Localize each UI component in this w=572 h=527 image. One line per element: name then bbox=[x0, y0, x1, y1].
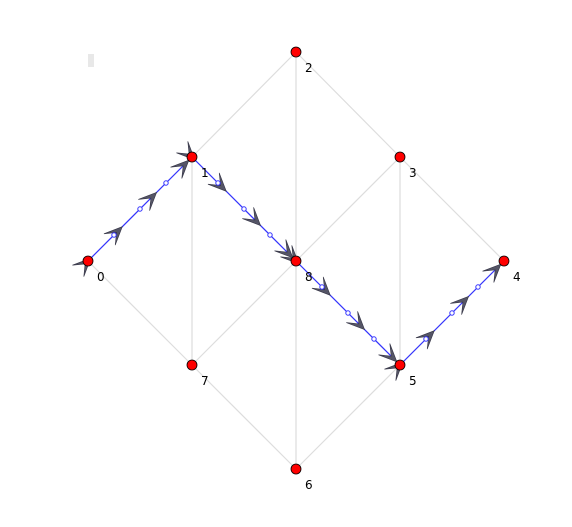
edge-3-8 bbox=[295, 156, 401, 262]
node-8[interactable] bbox=[290, 255, 302, 267]
node-4[interactable] bbox=[498, 255, 510, 267]
edge-1-2 bbox=[191, 51, 297, 158]
node-1[interactable] bbox=[186, 151, 198, 163]
node-label-4: 4 bbox=[513, 270, 521, 284]
node-5[interactable] bbox=[394, 359, 406, 371]
path-dot-0-1-1 bbox=[137, 206, 143, 212]
path-dot-8-5-0 bbox=[319, 284, 325, 290]
edge-2-3 bbox=[295, 51, 401, 158]
node-label-3: 3 bbox=[409, 166, 417, 180]
path-arrow-8-5-1 bbox=[311, 276, 331, 296]
path-dot-5-4-2 bbox=[475, 284, 481, 290]
corner-mark bbox=[88, 54, 94, 67]
node-label-0: 0 bbox=[97, 270, 105, 284]
node-label-1: 1 bbox=[201, 166, 209, 180]
path-arrow-5-4-3 bbox=[482, 263, 502, 283]
edge-3-4 bbox=[399, 156, 505, 262]
path-dot-8-5-2 bbox=[371, 336, 377, 342]
path-arrow-5-4-1 bbox=[415, 330, 435, 350]
path-dot-0-1-0 bbox=[111, 232, 117, 238]
edge-6-7 bbox=[191, 364, 297, 470]
node-0[interactable] bbox=[82, 255, 94, 267]
node-label-6: 6 bbox=[305, 478, 313, 492]
path-arrow-1-8-1 bbox=[207, 172, 227, 192]
node-7[interactable] bbox=[186, 359, 198, 371]
path-dot-1-8-0 bbox=[215, 180, 221, 186]
labels-layer: 0 1 2 3 4 5 6 7 8 bbox=[97, 61, 521, 492]
path-arrow-0-1-3 bbox=[170, 159, 190, 179]
path-dot-8-5-1 bbox=[345, 310, 351, 316]
path-arrow-8-5-2 bbox=[346, 311, 366, 331]
edge-7-8 bbox=[191, 260, 297, 366]
node-label-8: 8 bbox=[305, 270, 313, 284]
node-label-7: 7 bbox=[201, 374, 209, 388]
path-layer bbox=[72, 141, 505, 381]
edge-0-7 bbox=[87, 260, 193, 366]
path-dot-5-4-0 bbox=[423, 336, 429, 342]
node-6[interactable] bbox=[290, 463, 302, 475]
path-arrow-1-8-2 bbox=[242, 207, 262, 227]
path-dot-1-8-1 bbox=[241, 206, 247, 212]
path-arrow-0-1-2 bbox=[138, 191, 158, 211]
nodes-layer bbox=[82, 46, 510, 475]
path-arrow-8-5-3 bbox=[378, 343, 398, 363]
path-arrow-5-4-2 bbox=[450, 295, 470, 315]
path-dot-0-1-2 bbox=[163, 180, 169, 186]
path-dot-1-8-2 bbox=[267, 232, 273, 238]
node-label-2: 2 bbox=[305, 61, 313, 75]
path-dot-5-4-1 bbox=[449, 310, 455, 316]
path-arrow-0-1-1 bbox=[103, 226, 123, 246]
path-arrow-1-8-3 bbox=[274, 239, 294, 259]
node-label-5: 5 bbox=[409, 374, 417, 388]
node-3[interactable] bbox=[394, 151, 406, 163]
edge-5-6 bbox=[295, 364, 401, 470]
node-2[interactable] bbox=[290, 46, 302, 58]
